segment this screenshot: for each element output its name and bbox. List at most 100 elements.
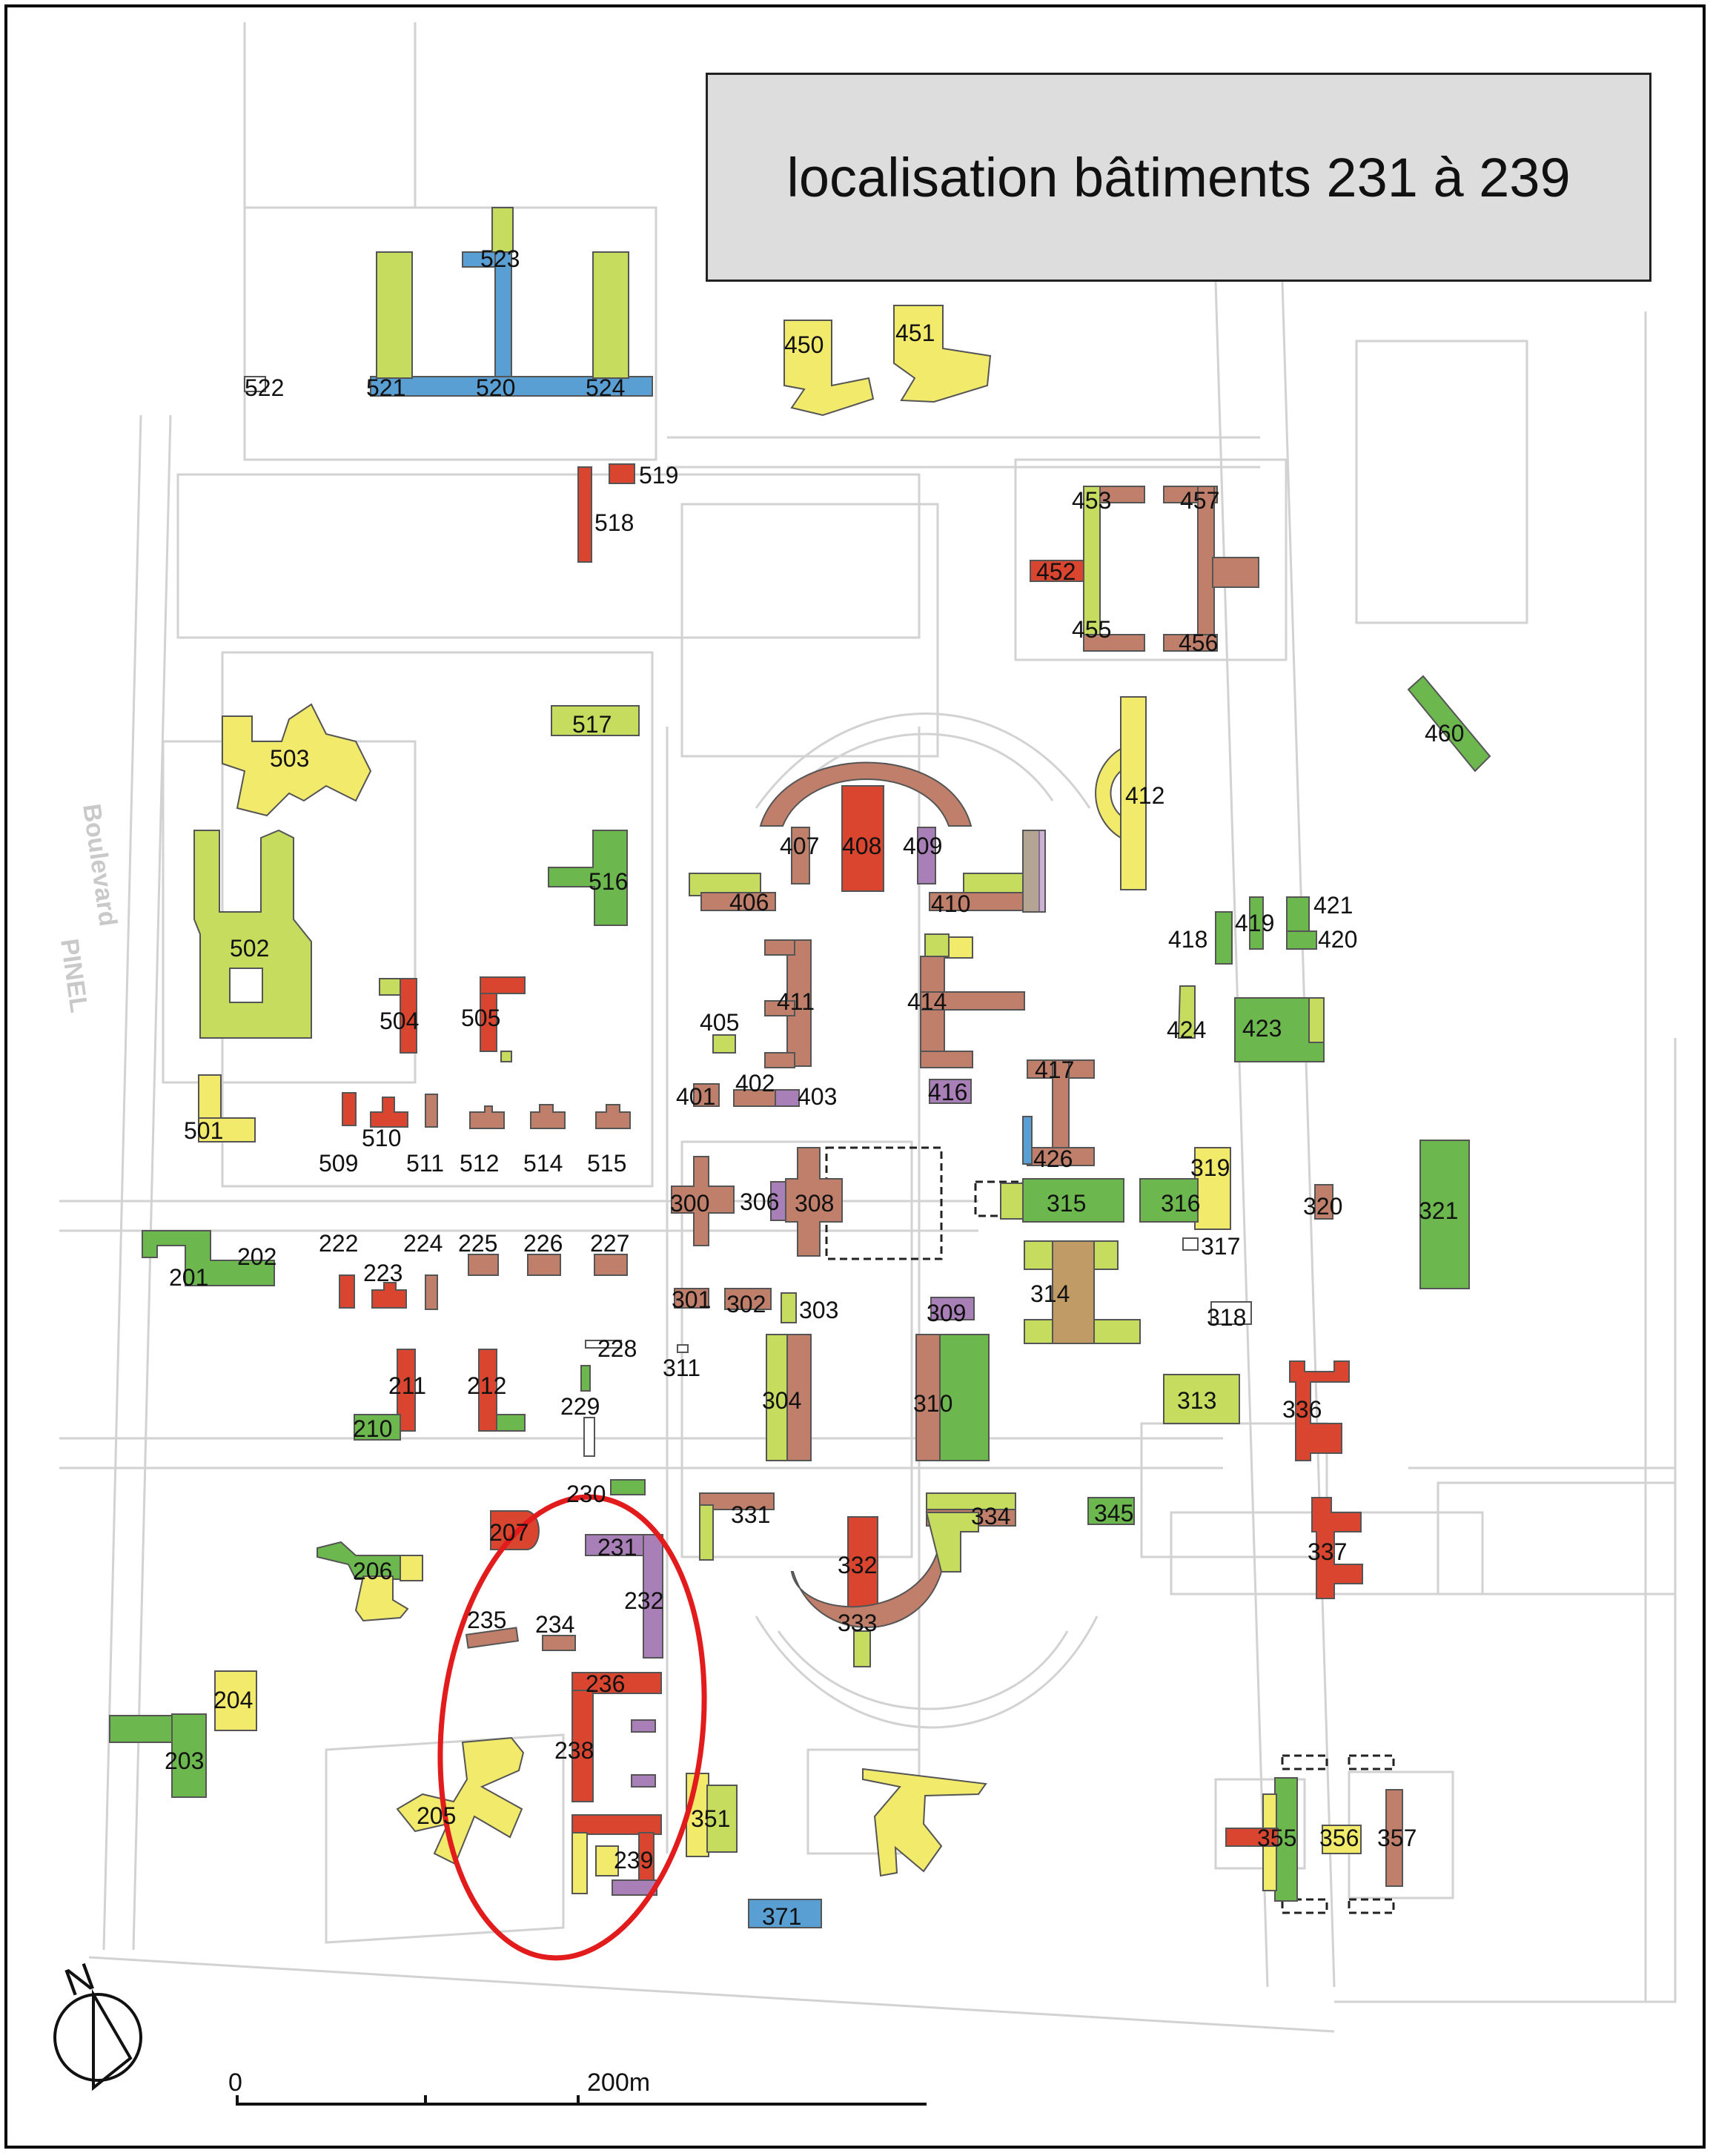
building-label-223: 223: [363, 1260, 402, 1286]
building-label-421: 421: [1313, 892, 1353, 919]
building-label-408: 408: [842, 833, 881, 859]
building-shape: [930, 1297, 975, 1320]
building-label-502: 502: [230, 935, 269, 962]
building-shape: [577, 466, 592, 563]
building-shape: [853, 1630, 871, 1667]
building-shape: [244, 376, 266, 392]
building-label-423: 423: [1242, 1015, 1282, 1042]
building-shape: [671, 1156, 735, 1246]
building-label-426: 426: [1033, 1145, 1073, 1172]
scale-end-label: 200m: [587, 2069, 650, 2097]
building-shape: [610, 1479, 646, 1495]
building-label-523: 523: [480, 245, 520, 272]
building-label-405: 405: [700, 1009, 739, 1036]
building-shape: [527, 1254, 561, 1276]
building-label-229: 229: [560, 1393, 600, 1420]
building-shape: [862, 1768, 987, 1877]
building-label-455: 455: [1072, 616, 1111, 643]
building-label-409: 409: [903, 833, 942, 859]
building-shape: [530, 1104, 566, 1129]
building-label-236: 236: [586, 1670, 625, 1697]
building-label-234: 234: [535, 1611, 574, 1638]
building-shape: [724, 1288, 772, 1310]
building-shape: [1385, 1789, 1403, 1887]
building-label-402: 402: [735, 1070, 775, 1097]
building-label-417: 417: [1035, 1056, 1074, 1083]
building-label-504: 504: [380, 1008, 419, 1034]
building-shape: [1083, 634, 1145, 652]
building-label-332: 332: [838, 1552, 877, 1578]
building-shape: [571, 1832, 588, 1894]
building-label-227: 227: [590, 1230, 629, 1257]
building-shape: [700, 892, 776, 911]
building-label-316: 316: [1161, 1190, 1200, 1217]
building-shape: [893, 305, 992, 403]
building-label-319: 319: [1190, 1154, 1230, 1181]
building-shape: [370, 376, 653, 397]
building-label-210: 210: [353, 1415, 392, 1442]
building-shape: [491, 207, 514, 253]
building-shape: [551, 705, 640, 736]
title-box: localisation bâtiments 231 à 239: [706, 73, 1651, 282]
building-shape: [339, 1274, 355, 1309]
dashed-planned-buildings: [825, 1146, 1395, 1914]
building-label-309: 309: [927, 1300, 966, 1326]
building-label-231: 231: [597, 1534, 637, 1561]
building-shape: [609, 463, 635, 484]
building-label-524: 524: [586, 374, 625, 401]
buildings: [109, 207, 1491, 1928]
building-shape: [1022, 830, 1046, 913]
building-label-314: 314: [1030, 1280, 1070, 1307]
building-shape: [478, 1349, 497, 1432]
building-label-420: 420: [1318, 926, 1357, 953]
building-shape: [631, 1774, 656, 1788]
building-label-317: 317: [1201, 1233, 1240, 1260]
building-shape: [1225, 1828, 1279, 1847]
building-shape: [109, 1715, 174, 1743]
building-shape: [677, 1344, 689, 1353]
building-shape: [925, 1512, 979, 1573]
building-shape: [400, 1555, 423, 1581]
building-shape: [1407, 675, 1491, 773]
building-shape: [1163, 1374, 1240, 1424]
building-shape: [1308, 997, 1325, 1043]
building-label-520: 520: [476, 374, 515, 401]
building-label-211: 211: [388, 1372, 426, 1399]
building-shape: [580, 1365, 591, 1392]
building-label-403: 403: [798, 1083, 837, 1110]
building-shape: [764, 1000, 795, 1016]
building-shape: [222, 703, 372, 817]
building-shape: [354, 1575, 409, 1622]
building-label-452: 452: [1036, 558, 1076, 585]
building-label-334: 334: [971, 1503, 1010, 1530]
building-label-411: 411: [777, 988, 815, 1015]
building-shape: [1022, 1116, 1033, 1165]
north-arrow: N: [53, 1955, 142, 2091]
building-shape: [1022, 1178, 1124, 1223]
building-label-203: 203: [165, 1747, 204, 1774]
building-shape: [1289, 1360, 1350, 1461]
building-label-414: 414: [907, 988, 947, 1015]
building-shape: [371, 1282, 407, 1309]
building-label-320: 320: [1303, 1193, 1342, 1220]
building-label-522: 522: [245, 374, 284, 401]
building-shape: [693, 1083, 720, 1107]
building-shape: [915, 1334, 941, 1461]
building-shape: [1095, 747, 1121, 839]
building-shape: [571, 1814, 662, 1835]
building-shape: [699, 1492, 775, 1510]
building-shape: [1212, 557, 1259, 588]
building-shape: [699, 1504, 714, 1561]
building-shape: [171, 1713, 207, 1798]
building-shape: [791, 827, 810, 884]
building-shape: [465, 1627, 520, 1649]
building-label-371: 371: [762, 1903, 801, 1930]
scale-start-label: 0: [228, 2069, 242, 2097]
map-frame: [4, 4, 1706, 2149]
building-label-518: 518: [594, 509, 634, 536]
building-shape: [1286, 896, 1310, 935]
building-label-516: 516: [589, 868, 628, 895]
building-label-351: 351: [691, 1805, 730, 1832]
building-shape: [1314, 1184, 1333, 1220]
